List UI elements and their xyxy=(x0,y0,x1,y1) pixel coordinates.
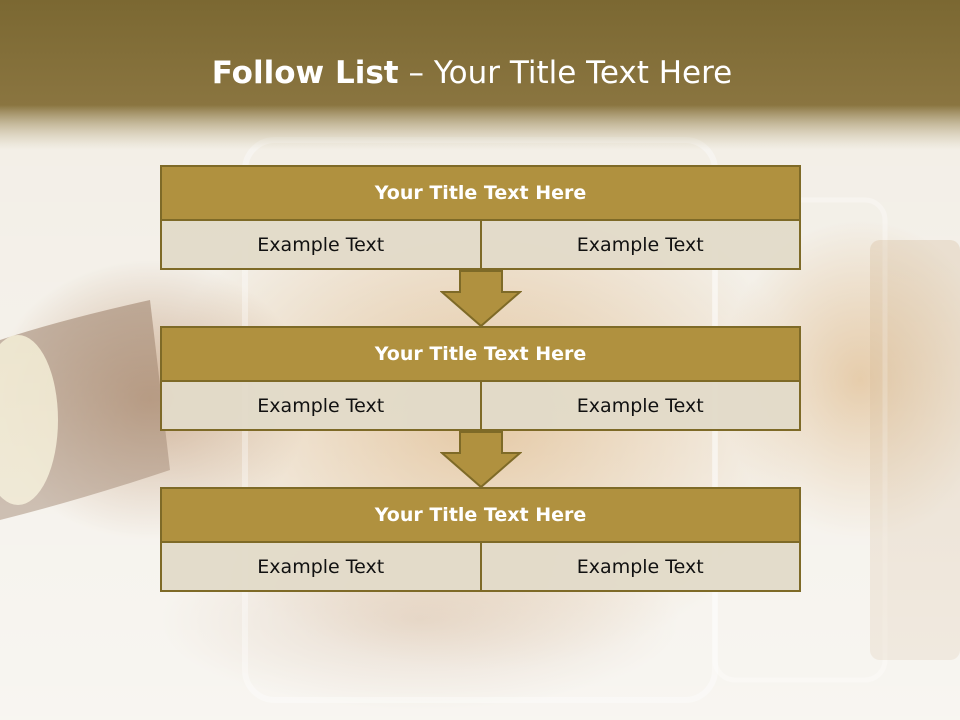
down-arrow-icon xyxy=(440,431,522,489)
slide-title-rest: – Your Title Text Here xyxy=(398,55,733,91)
step-title: Your Title Text Here xyxy=(160,487,801,543)
slide-title-bold: Follow List xyxy=(211,55,399,91)
step-cells: Example Text Example Text xyxy=(160,221,801,270)
step-cells: Example Text Example Text xyxy=(160,382,801,431)
step-title: Your Title Text Here xyxy=(160,326,801,382)
step-block-1: Your Title Text Here Example Text Exampl… xyxy=(160,165,801,270)
step-cell-left: Example Text xyxy=(160,543,482,592)
step-cell-right: Example Text xyxy=(479,221,801,270)
step-cell-left: Example Text xyxy=(160,382,482,431)
down-arrow-icon xyxy=(440,270,522,328)
step-cell-right: Example Text xyxy=(479,382,801,431)
step-cell-right: Example Text xyxy=(479,543,801,592)
step-block-2: Your Title Text Here Example Text Exampl… xyxy=(160,326,801,431)
step-block-3: Your Title Text Here Example Text Exampl… xyxy=(160,487,801,592)
step-cells: Example Text Example Text xyxy=(160,543,801,592)
slide-title: Follow List – Your Title Text Here xyxy=(0,55,944,91)
step-cell-left: Example Text xyxy=(160,221,482,270)
step-title: Your Title Text Here xyxy=(160,165,801,221)
